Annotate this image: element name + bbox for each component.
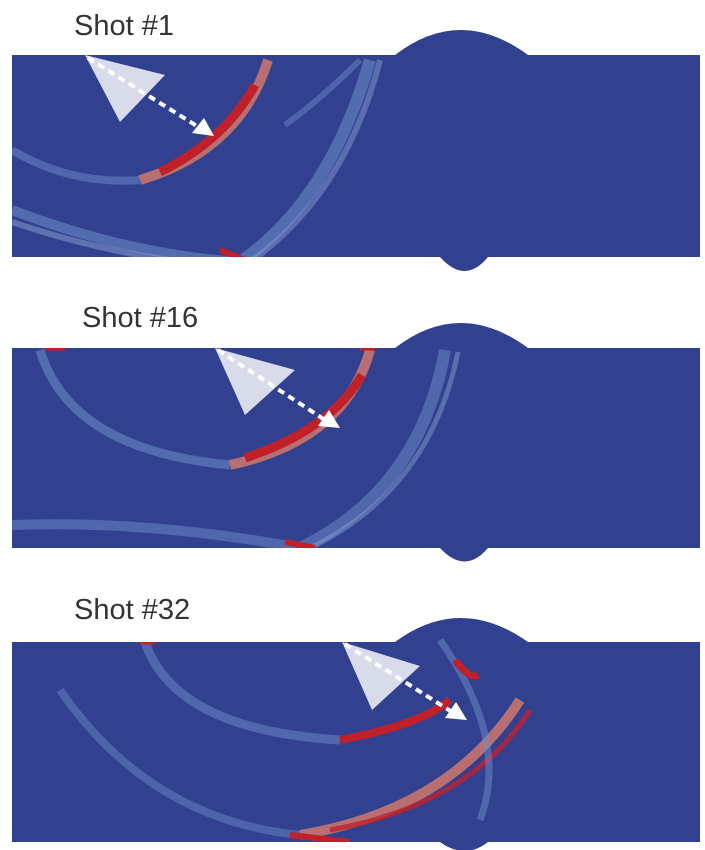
- panel-shot-16: Shot #16: [0, 290, 705, 575]
- panel-label: Shot #32: [74, 594, 191, 626]
- panel-shot-32: Shot #32: [0, 580, 705, 850]
- beam-arrow: [216, 348, 327, 422]
- specimen-plate: [12, 30, 700, 271]
- wavefield-image: [12, 323, 700, 562]
- wavefield-image: [12, 30, 700, 271]
- beam-arrow: [343, 642, 454, 714]
- beam-arrow: [86, 56, 202, 130]
- wavefield-image: [12, 618, 700, 850]
- panel-label: Shot #1: [74, 10, 174, 42]
- panel-shot-1: Shot #1: [0, 0, 705, 275]
- specimen-plate: [12, 323, 700, 562]
- transducer-beam: [85, 55, 165, 122]
- transducer-beam: [342, 642, 420, 710]
- transducer-beam: [215, 348, 295, 415]
- panel-label: Shot #16: [82, 302, 199, 334]
